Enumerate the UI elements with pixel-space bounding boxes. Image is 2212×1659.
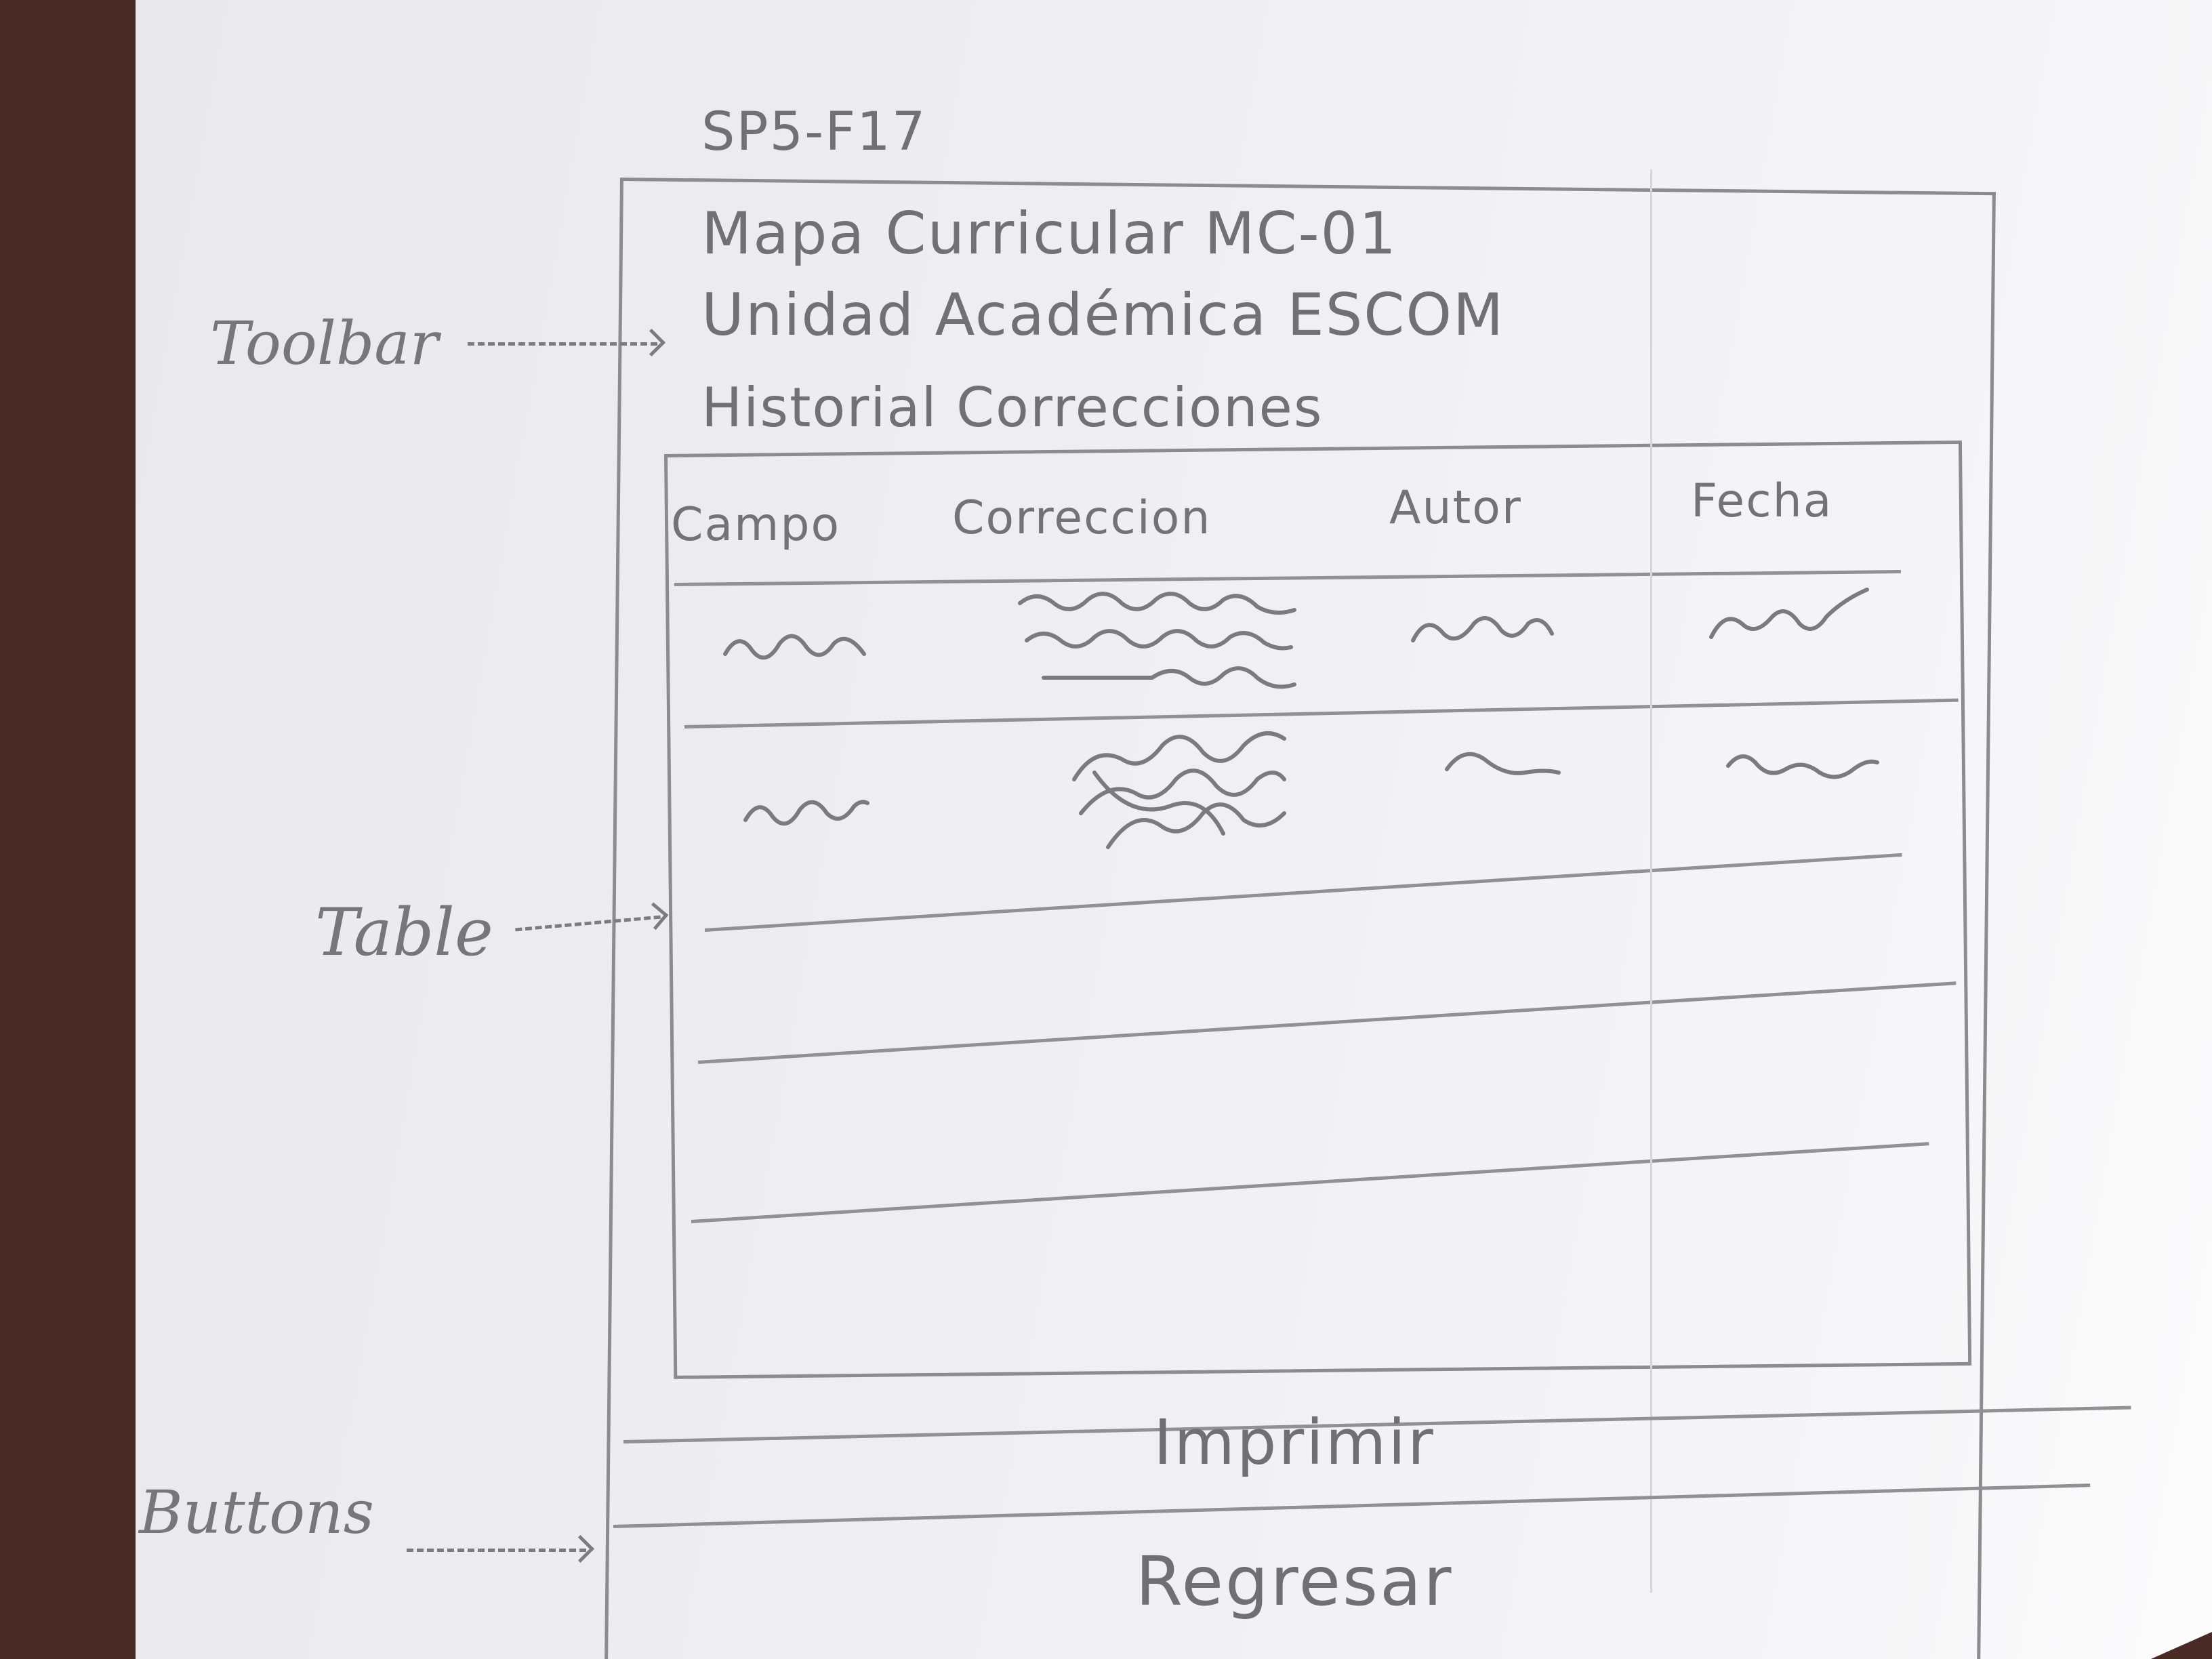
column-header-correccion: Correccion xyxy=(952,491,1212,545)
cell-scribble xyxy=(1072,731,1286,849)
column-header-autor: Autor xyxy=(1389,481,1522,535)
paper-shadow-line xyxy=(1650,169,1652,1593)
toolbar-title: Mapa Curricular MC-01 xyxy=(701,200,1397,268)
paper-corner-shadow xyxy=(2151,1632,2212,1659)
annotation-buttons: Buttons xyxy=(139,1477,374,1547)
cell-scribble xyxy=(1709,588,1869,639)
cell-scribble xyxy=(723,634,866,660)
cell-scribble xyxy=(1018,592,1296,689)
toolbar-unit: Unidad Académica ESCOM xyxy=(701,281,1505,349)
cell-scribble xyxy=(743,800,869,826)
annotation-buttons-arrow xyxy=(407,1549,586,1552)
print-button[interactable]: Imprimir xyxy=(1153,1406,1435,1479)
annotation-table: Table xyxy=(315,895,493,970)
cell-scribble xyxy=(1445,752,1561,775)
cell-scribble xyxy=(1411,616,1554,642)
annotation-toolbar: Toolbar xyxy=(210,308,438,378)
column-header-fecha: Fecha xyxy=(1691,474,1833,528)
toolbar-section: Historial Correcciones xyxy=(701,376,1324,439)
column-header-campo: Campo xyxy=(671,498,841,552)
back-button[interactable]: Regresar xyxy=(1135,1542,1454,1621)
annotation-toolbar-arrow xyxy=(468,342,657,346)
screen-id: SP5-F17 xyxy=(701,102,927,163)
cell-scribble xyxy=(1726,754,1879,779)
